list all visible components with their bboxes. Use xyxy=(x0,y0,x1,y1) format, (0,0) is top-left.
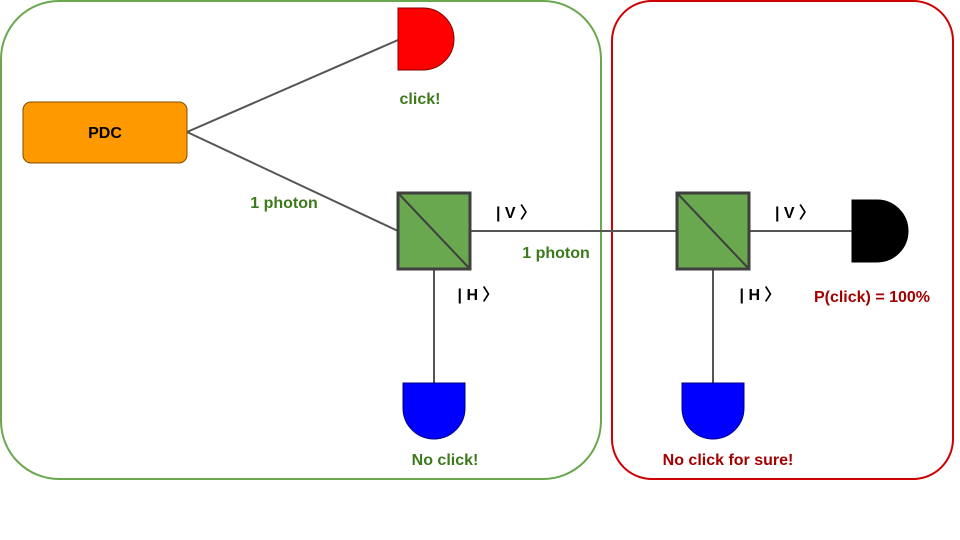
blue-detector-left-icon xyxy=(402,382,466,440)
beam-splitter-left-icon xyxy=(396,191,472,271)
v-state-label-left: | V 〉 xyxy=(496,204,536,222)
pdc-source-box xyxy=(22,101,188,164)
red-detector-icon xyxy=(397,7,455,71)
wires xyxy=(186,39,852,383)
p-click-label: P(click) = 100% xyxy=(814,289,930,306)
no-click-label-left: No click! xyxy=(412,452,479,469)
blue-detector-right-icon xyxy=(681,382,745,440)
photon-label-between: 1 photon xyxy=(522,245,590,262)
wire-pdc-to-splitter-left xyxy=(186,131,399,232)
no-click-label-right: No click for sure! xyxy=(663,452,794,469)
black-detector-icon xyxy=(851,199,909,263)
click-label: click! xyxy=(400,91,441,108)
left-frame xyxy=(0,0,602,480)
photon-label-diagonal: 1 photon xyxy=(250,195,318,212)
wire-pdc-to-top-detector xyxy=(186,39,399,133)
v-state-label-right: | V 〉 xyxy=(775,204,815,222)
beam-splitter-right-icon xyxy=(675,191,751,271)
pdc-label: PDC xyxy=(88,125,122,142)
h-state-label-right: | H 〉 xyxy=(740,286,781,304)
right-frame xyxy=(611,0,954,480)
h-state-label-left: | H 〉 xyxy=(458,286,499,304)
